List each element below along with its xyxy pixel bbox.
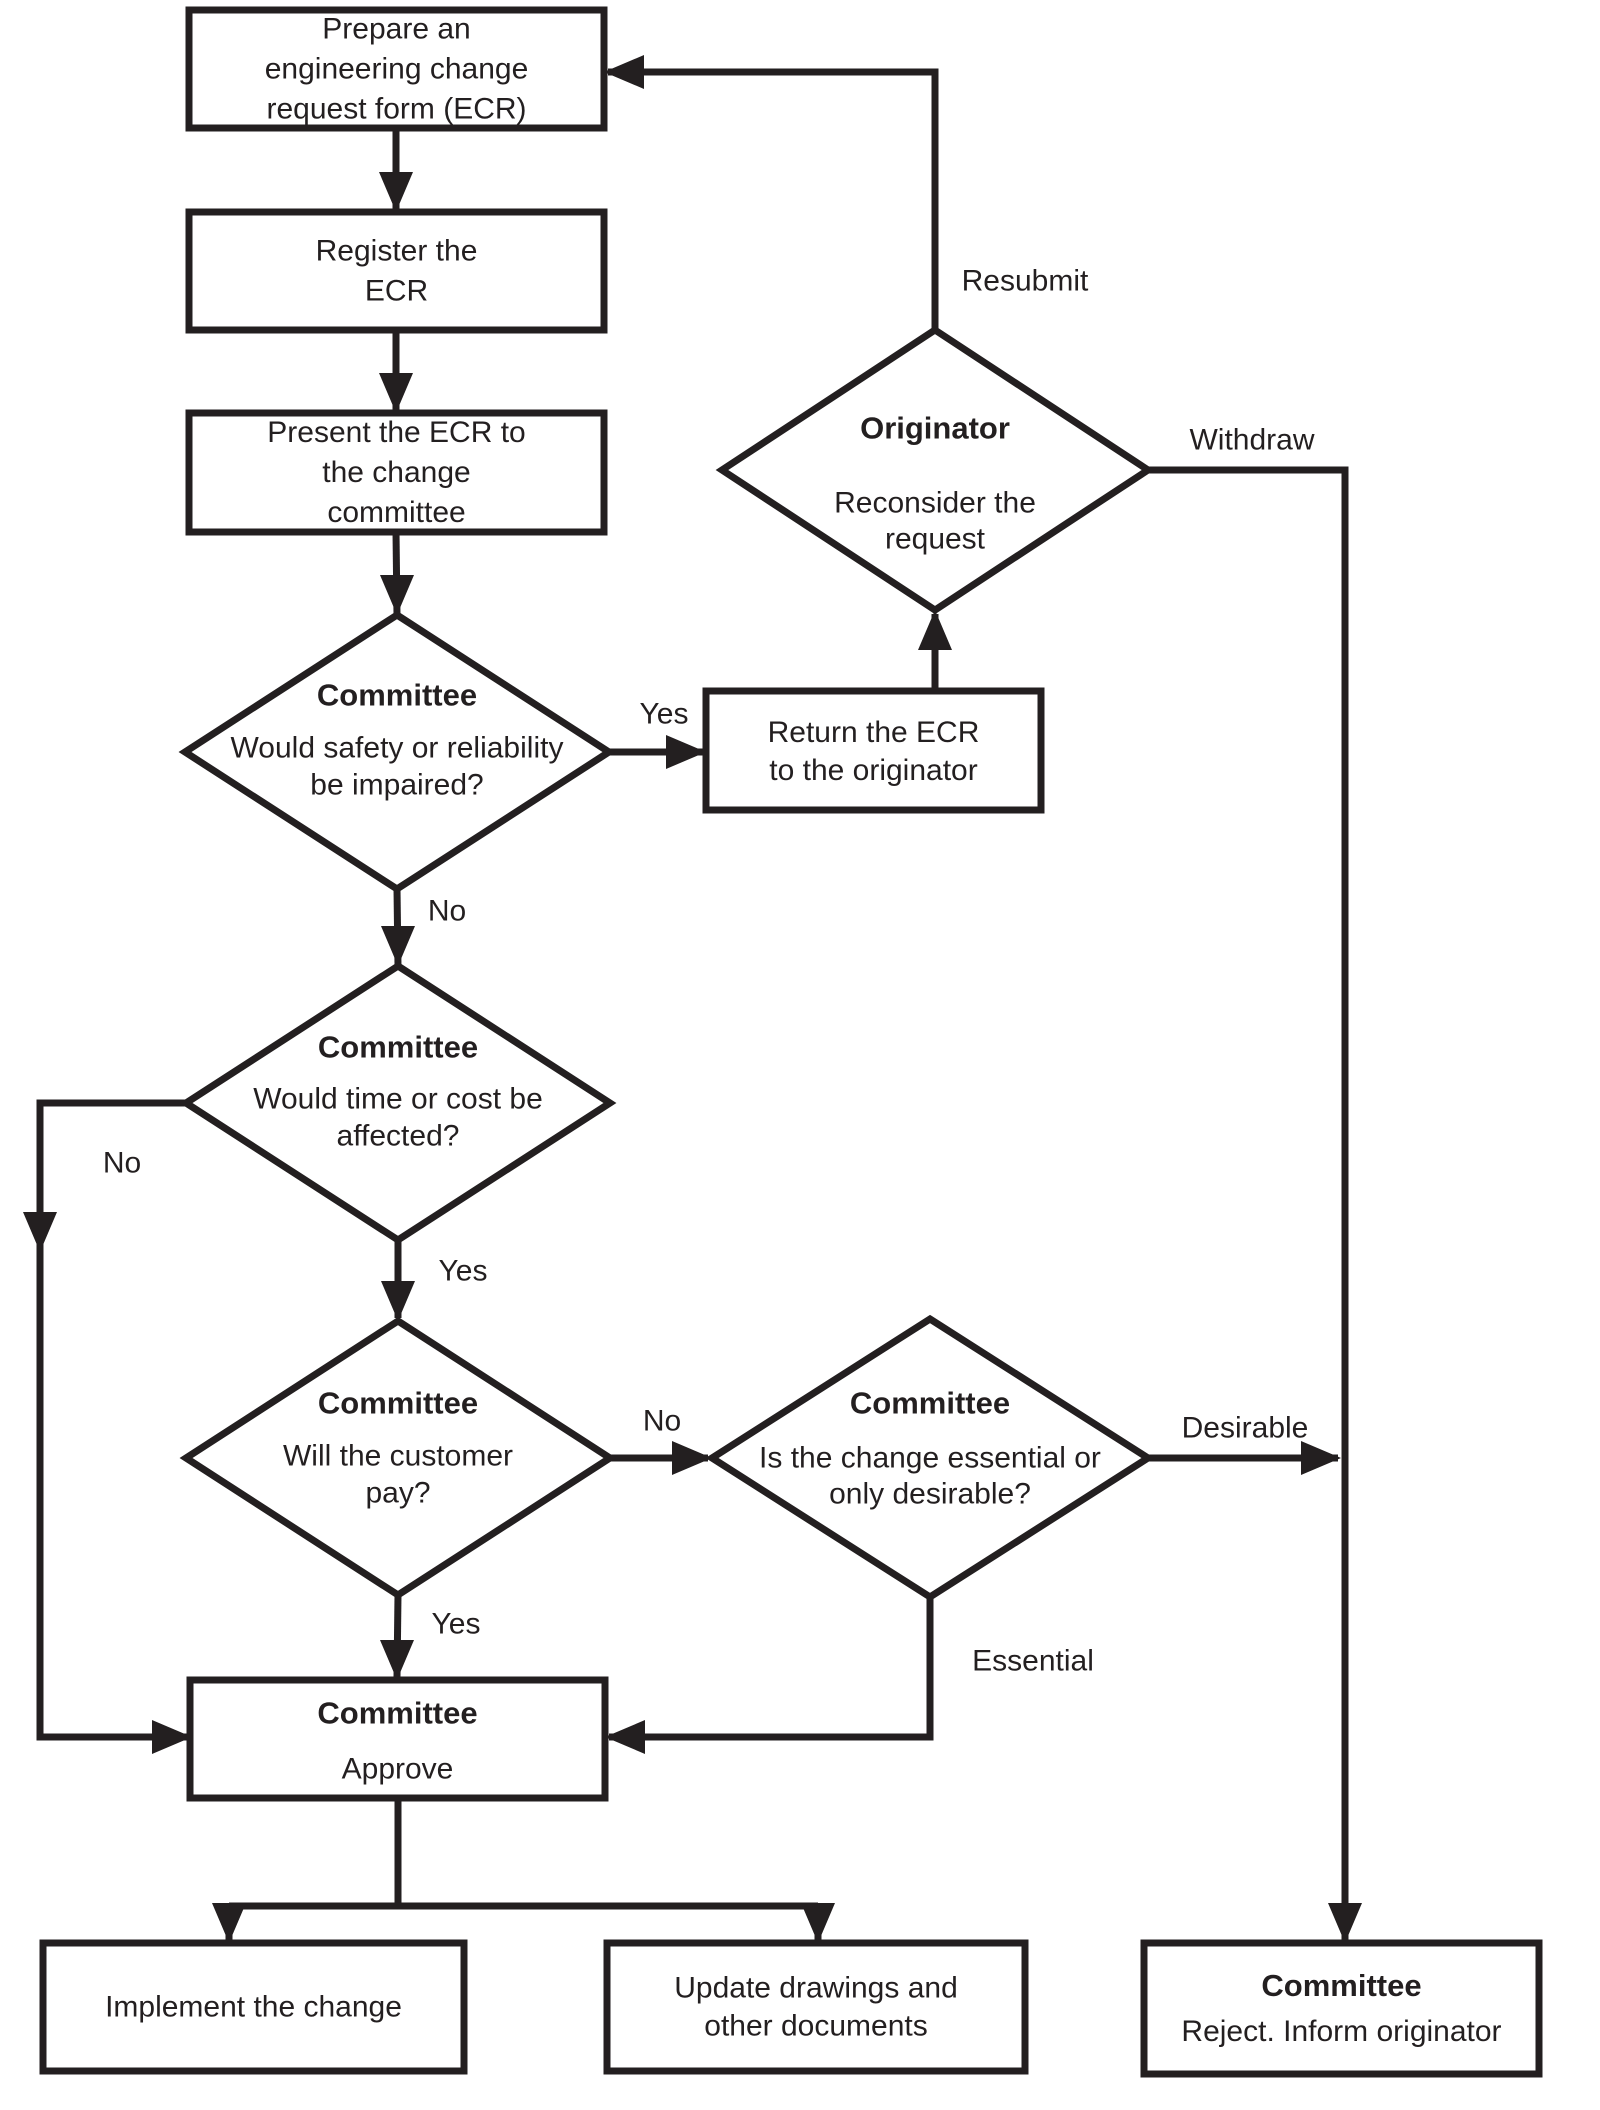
node-time-cost-decision-shape (179, 961, 617, 1245)
node-approve-shape (186, 1676, 609, 1802)
node-originator-decision-line-1: Reconsider the (834, 487, 1036, 520)
edge-register-to-present-arrowhead (379, 373, 413, 413)
label-yes-customer: Yes (432, 1608, 481, 1641)
node-implement-change-line-0: Implement the change (105, 1991, 402, 2024)
node-present-ecr-line-1: the change (322, 456, 470, 489)
node-present-ecr: Present the ECR to the change committee (185, 409, 608, 536)
label-yes-timecost: Yes (439, 1255, 488, 1288)
label-no-customer: No (643, 1405, 681, 1438)
edge-essential-to-approve-arrowhead (605, 1720, 645, 1754)
edge-timecost-no-to-approve-arrowhead-1 (23, 1212, 57, 1252)
node-time-cost-decision-line-2: affected? (337, 1120, 460, 1153)
node-update-documents: Update drawings and other documents (603, 1939, 1029, 2075)
edge-essential-to-approve (609, 1597, 934, 1741)
node-time-cost-decision-line-0: Committee (318, 1030, 478, 1065)
edge-safety-no-to-timecost-arrowhead (381, 926, 415, 966)
node-update-documents-line-1: other documents (704, 2010, 927, 2043)
node-prepare-ecr: Prepare an engineering change request form… (185, 6, 608, 132)
node-reject-inform-line-0: Committee (1261, 1968, 1421, 2003)
node-essential-decision-line-0: Committee (850, 1386, 1010, 1421)
edge-branch-to-implement-arrowhead (212, 1903, 246, 1943)
node-present-ecr-line-2: committee (327, 496, 465, 529)
edge-customer-no-to-essential-arrowhead (672, 1441, 712, 1475)
node-update-documents-line-0: Update drawings and (674, 1972, 958, 2005)
node-safety-decision-line-1: Would safety or reliability (231, 732, 564, 765)
node-safety-decision-line-0: Committee (317, 678, 477, 713)
node-customer-pay-decision-shape (179, 1316, 617, 1600)
edge-branch-to-update-arrowhead (801, 1903, 835, 1943)
node-safety-decision-line-2: be impaired? (310, 769, 483, 802)
node-essential-decision-line-2: only desirable? (829, 1478, 1031, 1511)
node-present-ecr-line-0: Present the ECR to (267, 416, 525, 449)
node-essential-decision-shape (705, 1314, 1155, 1602)
edge-customer-yes-to-approve-arrowhead (380, 1640, 414, 1680)
label-no-timecost: No (103, 1147, 141, 1180)
edge-present-to-safety-arrowhead (380, 575, 414, 615)
label-withdraw: Withdraw (1189, 424, 1314, 457)
node-customer-pay-decision-line-2: pay? (365, 1477, 430, 1510)
node-implement-change-shape (39, 1939, 468, 2075)
node-customer-pay-decision-line-0: Committee (318, 1386, 478, 1421)
edge-desirable-to-withdraw-arrowhead (1301, 1441, 1341, 1475)
node-implement-change: Implement the change (39, 1939, 468, 2075)
node-register-ecr-line-0: Register the (316, 235, 478, 268)
edge-safety-yes-to-return-arrowhead (666, 735, 706, 769)
node-approve-line-0: Committee (317, 1696, 477, 1731)
node-return-ecr-shape (702, 687, 1045, 814)
node-prepare-ecr-line-2: request form (ECR) (266, 93, 526, 126)
edge-timecost-no-to-approve-arrowhead (152, 1720, 192, 1754)
label-resubmit: Resubmit (962, 265, 1089, 298)
edge-withdraw-to-reject-arrowhead (1328, 1903, 1362, 1943)
node-return-ecr: Return the ECR to the originator (702, 687, 1045, 814)
node-originator-decision-shape (715, 325, 1155, 615)
edge-resubmit-to-prepare-arrowhead (604, 55, 644, 89)
node-return-ecr-line-1: to the originator (769, 754, 977, 787)
label-essential: Essential (972, 1645, 1094, 1678)
node-prepare-ecr-shape (185, 6, 608, 132)
label-no-safety: No (428, 895, 466, 928)
node-register-ecr-shape (185, 208, 608, 334)
node-essential-decision: Committee Is the change essential oronly … (705, 1314, 1155, 1602)
edge-timecost-yes-to-customer-arrowhead (381, 1281, 415, 1321)
node-present-ecr-shape (185, 409, 608, 536)
node-reject-inform-line-1: Reject. Inform originator (1181, 2015, 1501, 2048)
node-originator-decision-line-0: Originator (860, 411, 1010, 446)
node-prepare-ecr-line-1: engineering change (265, 53, 529, 86)
edge-withdraw-to-reject (1148, 466, 1349, 1940)
node-time-cost-decision-line-1: Would time or cost be (253, 1083, 543, 1116)
node-register-ecr-line-1: ECR (365, 275, 428, 308)
label-desirable: Desirable (1182, 1412, 1309, 1445)
edge-prepare-to-register-arrowhead (379, 172, 413, 212)
node-originator-decision-line-2: request (885, 523, 986, 556)
node-return-ecr-line-0: Return the ECR (768, 716, 980, 749)
edge-return-to-originator-arrowhead (918, 610, 952, 650)
edge-resubmit-to-prepare (608, 68, 939, 330)
node-approve-line-1: Approve (342, 1753, 454, 1786)
node-essential-decision-line-1: Is the change essential or (759, 1442, 1101, 1475)
label-yes-safety: Yes (640, 698, 689, 731)
edge-timecost-no-to-approve (36, 1099, 188, 1741)
node-prepare-ecr-line-0: Prepare an (322, 13, 470, 46)
node-safety-decision-shape (178, 610, 616, 894)
node-reject-inform-shape (1140, 1939, 1543, 2078)
node-customer-pay-decision-line-1: Will the customer (283, 1440, 513, 1473)
node-update-documents-shape (603, 1939, 1029, 2075)
